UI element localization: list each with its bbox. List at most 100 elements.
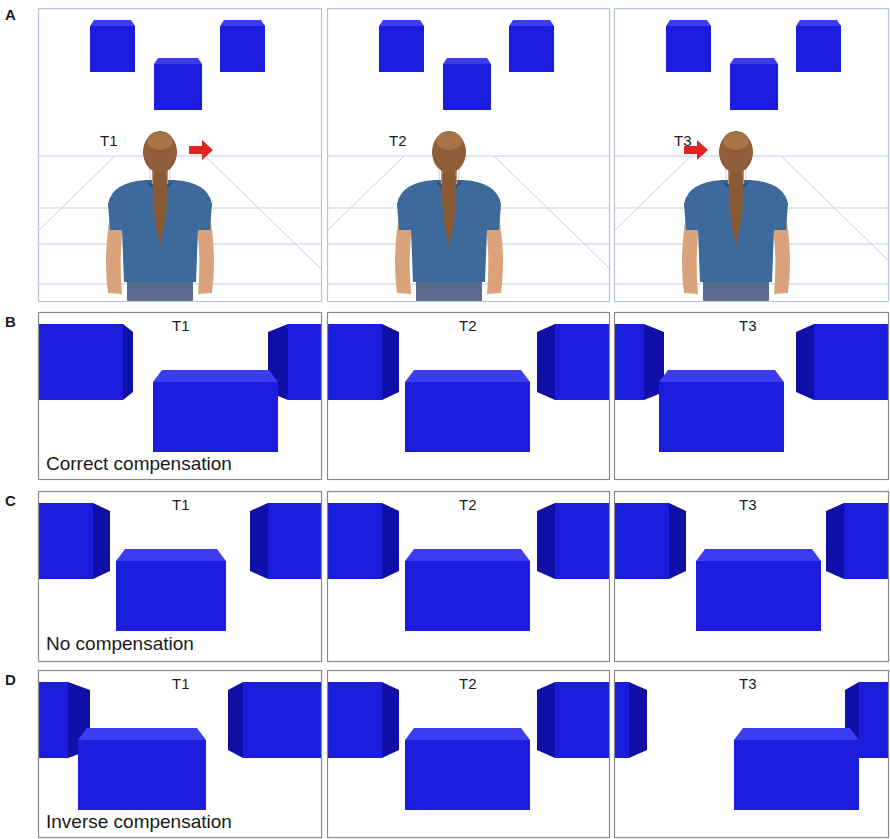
cube-side bbox=[228, 682, 243, 758]
panel-letter: C bbox=[5, 493, 16, 510]
cube-front bbox=[796, 26, 841, 72]
box-front bbox=[78, 740, 206, 810]
panel bbox=[297, 682, 615, 810]
cube-side bbox=[250, 503, 268, 579]
panel-border bbox=[615, 9, 889, 302]
head bbox=[143, 131, 177, 173]
hair-highlight bbox=[436, 132, 462, 150]
cube-side bbox=[629, 682, 647, 758]
ponytail bbox=[442, 168, 456, 244]
cube-front bbox=[730, 64, 778, 110]
box-front bbox=[405, 561, 530, 631]
cube-front bbox=[154, 64, 202, 110]
cube-front bbox=[0, 682, 68, 758]
panel-border bbox=[328, 671, 610, 838]
time-label: T3 bbox=[739, 497, 757, 514]
cube-top bbox=[220, 20, 265, 26]
ponytail bbox=[729, 168, 743, 244]
floor-line bbox=[494, 156, 644, 302]
cube-top bbox=[730, 58, 778, 64]
cube-front bbox=[297, 682, 382, 758]
box-top bbox=[405, 549, 530, 561]
cube-side bbox=[382, 503, 399, 579]
cube-front bbox=[814, 324, 890, 400]
panel-border bbox=[328, 9, 610, 302]
box-top bbox=[405, 728, 530, 740]
panel-letter: A bbox=[5, 7, 16, 24]
panel bbox=[0, 682, 323, 810]
cube-side bbox=[382, 682, 399, 758]
condition-caption: Inverse compensation bbox=[44, 812, 234, 833]
time-label: T3 bbox=[674, 133, 692, 150]
cube-front bbox=[297, 324, 382, 400]
panel bbox=[297, 324, 615, 452]
time-label: T3 bbox=[739, 318, 757, 335]
box-front bbox=[659, 382, 784, 452]
panel bbox=[38, 324, 348, 452]
condition-caption: Correct compensation bbox=[44, 454, 234, 475]
cube-side bbox=[382, 324, 399, 400]
time-label: T1 bbox=[172, 318, 190, 335]
box-top bbox=[116, 549, 226, 561]
panel bbox=[254, 20, 644, 306]
cube-top bbox=[509, 20, 554, 26]
box-front bbox=[734, 740, 859, 810]
box-top bbox=[659, 370, 784, 382]
panel-border bbox=[615, 313, 889, 480]
cube-front bbox=[555, 503, 615, 579]
ponytail bbox=[153, 168, 167, 244]
panel bbox=[559, 324, 890, 452]
cube-front bbox=[844, 503, 890, 579]
time-label: T1 bbox=[100, 133, 118, 150]
hair-highlight bbox=[147, 132, 173, 150]
panel bbox=[0, 20, 355, 306]
floor-line bbox=[205, 156, 355, 302]
head bbox=[432, 131, 466, 173]
cube-front bbox=[38, 324, 123, 400]
time-label: T3 bbox=[739, 676, 757, 693]
cube-front bbox=[243, 682, 323, 758]
cube-side bbox=[796, 324, 814, 400]
time-label: T2 bbox=[459, 676, 477, 693]
hair-highlight bbox=[723, 132, 749, 150]
panel bbox=[8, 503, 328, 631]
box-front bbox=[116, 561, 226, 631]
panel bbox=[544, 682, 890, 810]
panel bbox=[584, 503, 890, 631]
panel-border bbox=[328, 492, 610, 662]
panel-letter: D bbox=[5, 672, 16, 689]
head bbox=[719, 131, 753, 173]
cube-front bbox=[90, 26, 135, 72]
box-top bbox=[734, 728, 859, 740]
cube-front bbox=[555, 324, 615, 400]
time-label: T2 bbox=[459, 497, 477, 514]
floor-line bbox=[0, 156, 115, 302]
time-label: T2 bbox=[389, 133, 407, 150]
panel-border bbox=[39, 313, 322, 480]
box-front bbox=[153, 382, 278, 452]
time-label: T1 bbox=[172, 497, 190, 514]
time-label: T1 bbox=[172, 676, 190, 693]
cube-side bbox=[537, 324, 555, 400]
cube-top bbox=[796, 20, 841, 26]
box-top bbox=[78, 728, 206, 740]
cube-top bbox=[90, 20, 135, 26]
cube-front bbox=[8, 503, 93, 579]
floor-line bbox=[254, 156, 404, 302]
cube-side bbox=[669, 503, 686, 579]
cube-side bbox=[826, 503, 844, 579]
cube-front bbox=[509, 26, 554, 72]
cube-top bbox=[154, 58, 202, 64]
panel-letter: B bbox=[5, 314, 16, 331]
cube-front bbox=[666, 26, 711, 72]
floor-line bbox=[38, 156, 322, 157]
time-label: T2 bbox=[459, 318, 477, 335]
cube-front bbox=[559, 324, 644, 400]
cube-side bbox=[93, 503, 110, 579]
condition-caption: No compensation bbox=[44, 634, 196, 655]
box-top bbox=[405, 370, 530, 382]
cube-side bbox=[123, 324, 133, 400]
cube-front bbox=[379, 26, 424, 72]
